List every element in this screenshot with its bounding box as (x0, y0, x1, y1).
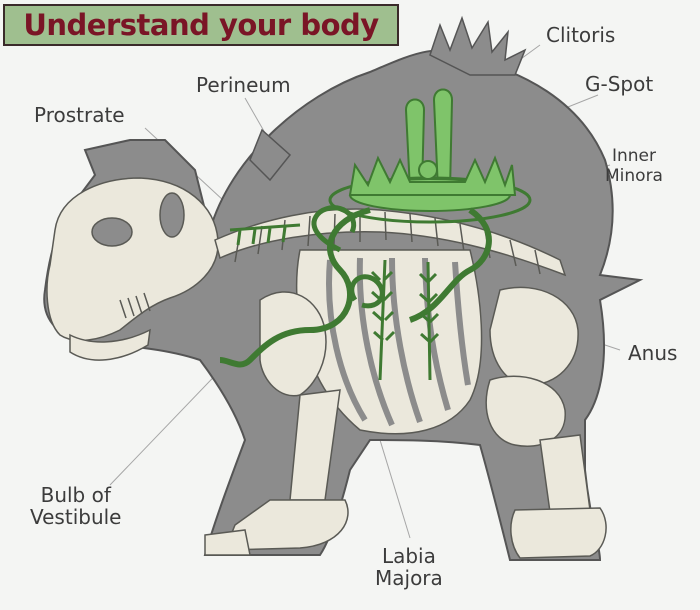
skull-eye-socket-2 (160, 193, 184, 237)
label-inner-minora: Inner Minora (605, 146, 663, 186)
label-clitoris: Clitoris (546, 24, 615, 46)
title-banner: Understand your body (3, 4, 399, 46)
skull-eye-socket (92, 218, 132, 246)
label-bulb-of-vestibule: Bulb of Vestibule (30, 484, 121, 528)
leader-line-bulb (110, 360, 230, 485)
leader-line-labia (380, 440, 410, 538)
label-inner-minora-line2: Minora (605, 166, 663, 186)
label-bulb-line1: Bulb of (30, 484, 121, 506)
label-perineum: Perineum (196, 74, 291, 96)
label-bulb-line2: Vestibule (30, 506, 121, 528)
page-title: Understand your body (23, 8, 378, 42)
hind-foot (511, 508, 606, 558)
label-g-spot: G-Spot (585, 73, 653, 95)
label-labia-majora: Labia Majora (375, 545, 443, 589)
label-labia-line2: Majora (375, 567, 443, 589)
label-labia-line1: Labia (375, 545, 443, 567)
g-spot-node (419, 161, 437, 179)
front-foot-2 (205, 530, 250, 555)
label-prostrate: Prostrate (34, 104, 125, 126)
label-anus: Anus (628, 342, 677, 364)
label-inner-minora-line1: Inner (605, 146, 663, 166)
